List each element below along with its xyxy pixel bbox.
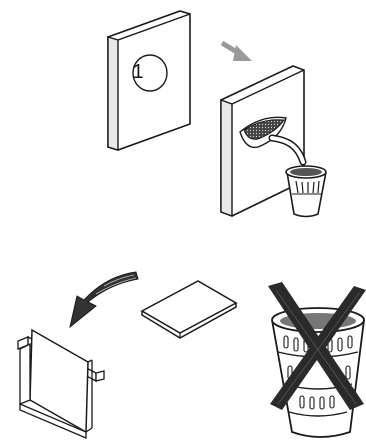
curved-arrow-icon [70,272,138,327]
cup-icon [286,166,326,217]
waste-bin-icon [272,308,364,437]
folded-sheet-icon [142,281,236,338]
arrow-right-icon [222,43,252,61]
folder-icon [18,330,104,438]
step-number-label: 1 [120,57,156,87]
